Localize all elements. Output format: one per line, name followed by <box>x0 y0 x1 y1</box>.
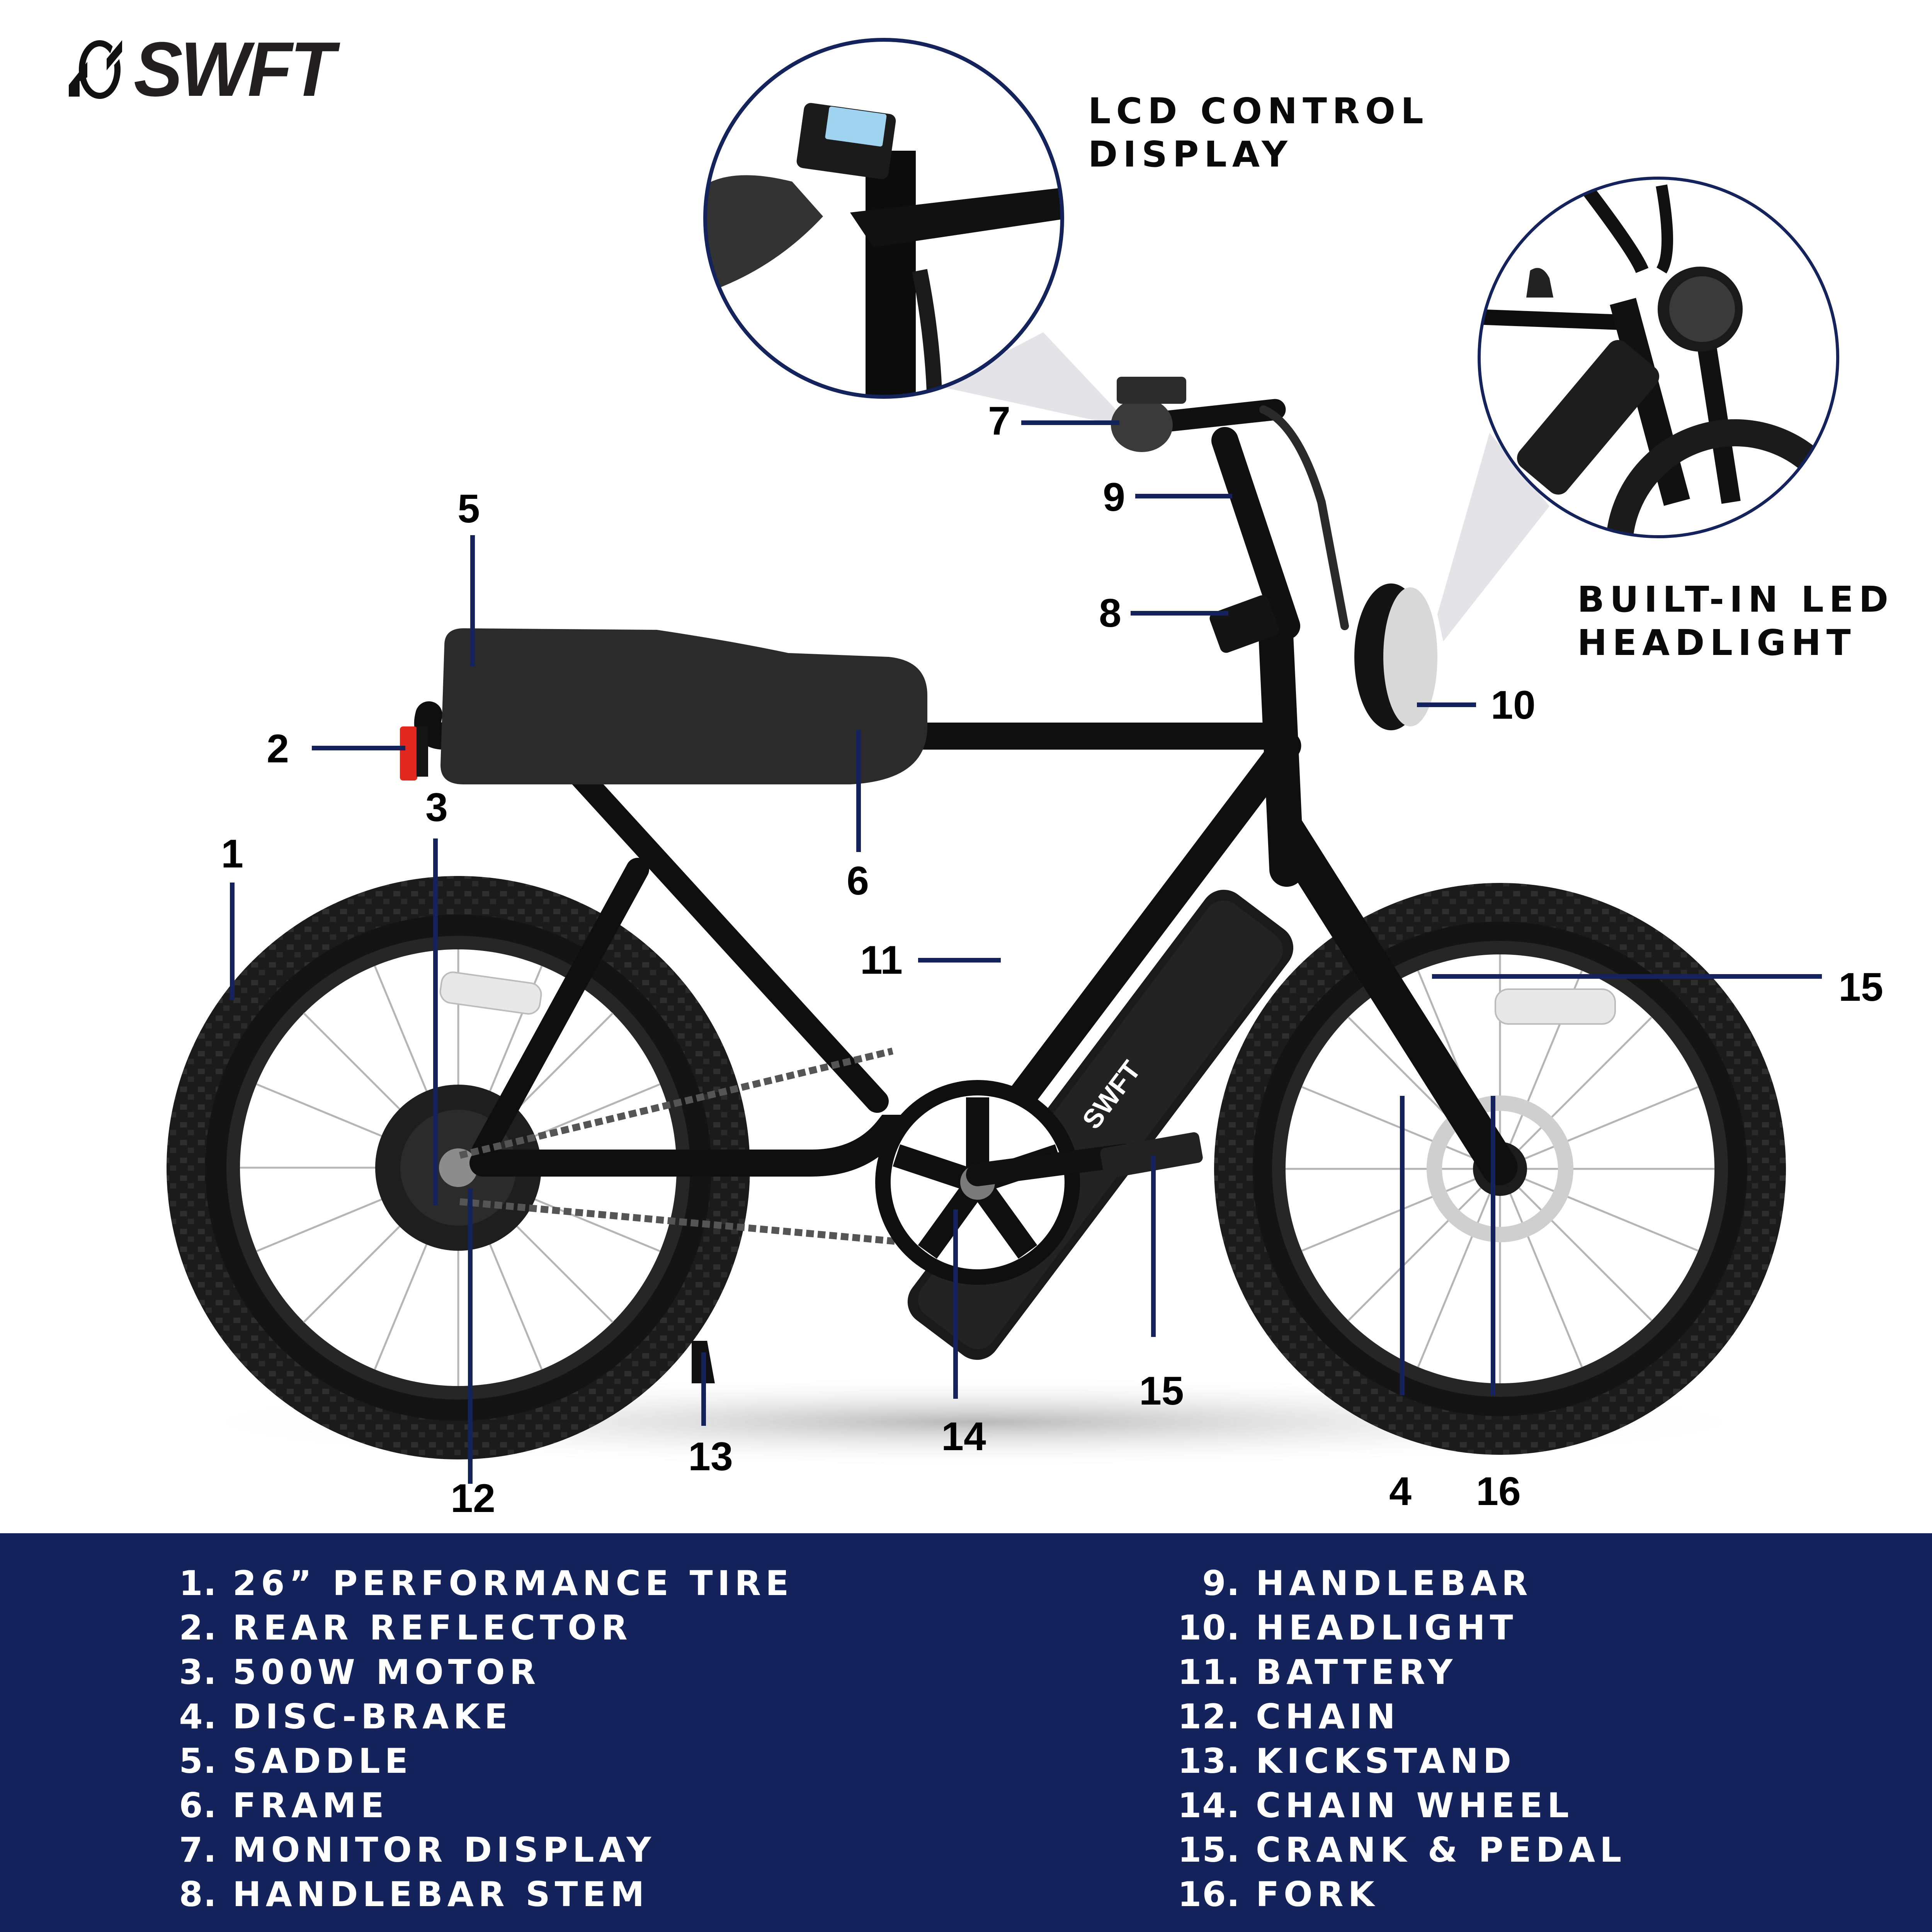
brand-logo: SWFT <box>64 26 344 112</box>
legend-label: MONITOR DISPLAY <box>233 1830 656 1870</box>
legend-label: FRAME <box>233 1786 389 1825</box>
legend-number: 7. <box>179 1830 217 1870</box>
legend-column-right: 9. HANDLEBAR 10. HEADLIGHT 11. BATTERY 12. C… <box>1171 1561 1626 1917</box>
legend-number: 4. <box>179 1697 217 1736</box>
marker-16: 16 <box>1476 1469 1521 1514</box>
legend-label: HANDLEBAR STEM <box>233 1874 649 1914</box>
marker-15-crank: 15 <box>1838 965 1883 1010</box>
marker-1: 1 <box>221 832 243 876</box>
legend-label: REAR REFLECTOR <box>233 1608 632 1648</box>
legend-item: 8. HANDLEBAR STEM <box>167 1872 793 1917</box>
logo-wordmark: SWFT <box>134 26 335 112</box>
marker-12: 12 <box>451 1476 495 1521</box>
marker-5: 5 <box>457 486 480 531</box>
legend-label: SADDLE <box>233 1741 413 1781</box>
headlight-beam <box>1437 433 1549 641</box>
legend-number: 1. <box>179 1563 217 1603</box>
legend-number: 14. <box>1178 1786 1240 1825</box>
stem-clamp <box>1209 595 1279 653</box>
legend-item: 16. FORK <box>1171 1872 1626 1917</box>
legend-number: 12. <box>1178 1697 1240 1736</box>
legend-label: HEADLIGHT <box>1256 1608 1518 1648</box>
drivetrain <box>459 1048 1203 1285</box>
grip <box>1111 398 1173 452</box>
marker-14: 14 <box>941 1414 986 1459</box>
frame <box>414 601 1518 1185</box>
marker-15-pedal: 15 <box>1139 1369 1184 1413</box>
legend-label: BATTERY <box>1256 1652 1458 1692</box>
marker-8: 8 <box>1099 591 1121 636</box>
marker-4: 4 <box>1389 1469 1412 1514</box>
legend-label: CRANK & PEDAL <box>1256 1830 1626 1870</box>
marker-9: 9 <box>1103 475 1125 520</box>
marker-10: 10 <box>1491 683 1536 728</box>
lcd-callout-title: LCD CONTROL DISPLAY <box>1088 90 1429 176</box>
legend-label: HANDLEBAR <box>1256 1563 1532 1603</box>
legend-label: 26” PERFORMANCE TIRE <box>233 1563 794 1603</box>
legend-label: FORK <box>1256 1874 1379 1914</box>
legend-number: 6. <box>179 1786 217 1825</box>
legend-item: 6. FRAME <box>167 1783 793 1828</box>
legend-label: DISC-BRAKE <box>233 1697 512 1736</box>
rear-wheel <box>167 876 750 1459</box>
legend-number: 8. <box>179 1874 217 1914</box>
legend-number: 11. <box>1178 1652 1240 1692</box>
legend-item: 9. HANDLEBAR <box>1171 1561 1626 1605</box>
reflector-shape <box>400 726 417 781</box>
legend-item: 15. CRANK & PEDAL <box>1171 1828 1626 1872</box>
legend-label: KICKSTAND <box>1256 1741 1516 1781</box>
swft-logo-icon <box>69 40 122 99</box>
legend-item: 3. 500W MOTOR <box>167 1650 793 1694</box>
legend-number: 15. <box>1178 1830 1240 1870</box>
legend-number: 13. <box>1178 1741 1240 1781</box>
legend-number: 3. <box>179 1652 217 1692</box>
headlight-shape <box>1354 583 1437 730</box>
legend-item: 5. SADDLE <box>167 1739 793 1783</box>
marker-3: 3 <box>425 785 448 830</box>
leader-lines <box>230 420 1822 1484</box>
legend-number: 10. <box>1178 1608 1240 1648</box>
legend-item: 2. REAR REFLECTOR <box>167 1605 793 1650</box>
legend-number: 5. <box>179 1741 217 1781</box>
legend-number: 16. <box>1178 1874 1240 1914</box>
legend-item: 13. KICKSTAND <box>1171 1739 1626 1783</box>
marker-11: 11 <box>860 938 903 983</box>
marker-6: 6 <box>847 859 869 903</box>
legend-item: 4. DISC-BRAKE <box>167 1694 793 1739</box>
legend-label: CHAIN WHEEL <box>1256 1786 1574 1825</box>
headlight-callout-line2: HEADLIGHT <box>1577 622 1856 663</box>
parts-legend-panel: 1.26” PERFORMANCE TIRE 2.REAR REFLECTOR … <box>0 1533 1932 1932</box>
lcd-closeup-circle <box>703 38 1064 399</box>
legend-number: 2. <box>179 1608 217 1648</box>
headlight-callout-line1: BUILT-IN LED <box>1577 579 1894 620</box>
legend-item: 7. MONITOR DISPLAY <box>167 1828 793 1872</box>
legend-item: 14. CHAIN WHEEL <box>1171 1783 1626 1828</box>
legend-label: 500W MOTOR <box>233 1652 541 1692</box>
lcd-callout-line2: DISPLAY <box>1088 134 1293 175</box>
legend-item: 10. HEADLIGHT <box>1171 1605 1626 1650</box>
legend-number: 9. <box>1202 1563 1240 1603</box>
marker-7: 7 <box>988 399 1010 444</box>
legend-item: 11. BATTERY <box>1171 1650 1626 1694</box>
marker-13: 13 <box>688 1434 733 1479</box>
lcd-beam-wide <box>939 332 1134 429</box>
headlight-closeup-circle <box>1478 177 1839 538</box>
legend-column-left: 1.26” PERFORMANCE TIRE 2.REAR REFLECTOR … <box>167 1561 793 1917</box>
legend-item: 12. CHAIN <box>1171 1694 1626 1739</box>
headlight-callout-title: BUILT-IN LED HEADLIGHT <box>1577 578 1894 665</box>
ebike-illustration: SWFT <box>162 38 1839 1484</box>
display-unit <box>1117 377 1186 404</box>
lcd-callout-line1: LCD CONTROL <box>1088 90 1429 132</box>
saddle-shape <box>440 628 927 784</box>
legend-label: CHAIN <box>1256 1697 1400 1736</box>
marker-2: 2 <box>267 726 289 771</box>
legend-item: 1. 26” PERFORMANCE TIRE <box>167 1561 793 1605</box>
